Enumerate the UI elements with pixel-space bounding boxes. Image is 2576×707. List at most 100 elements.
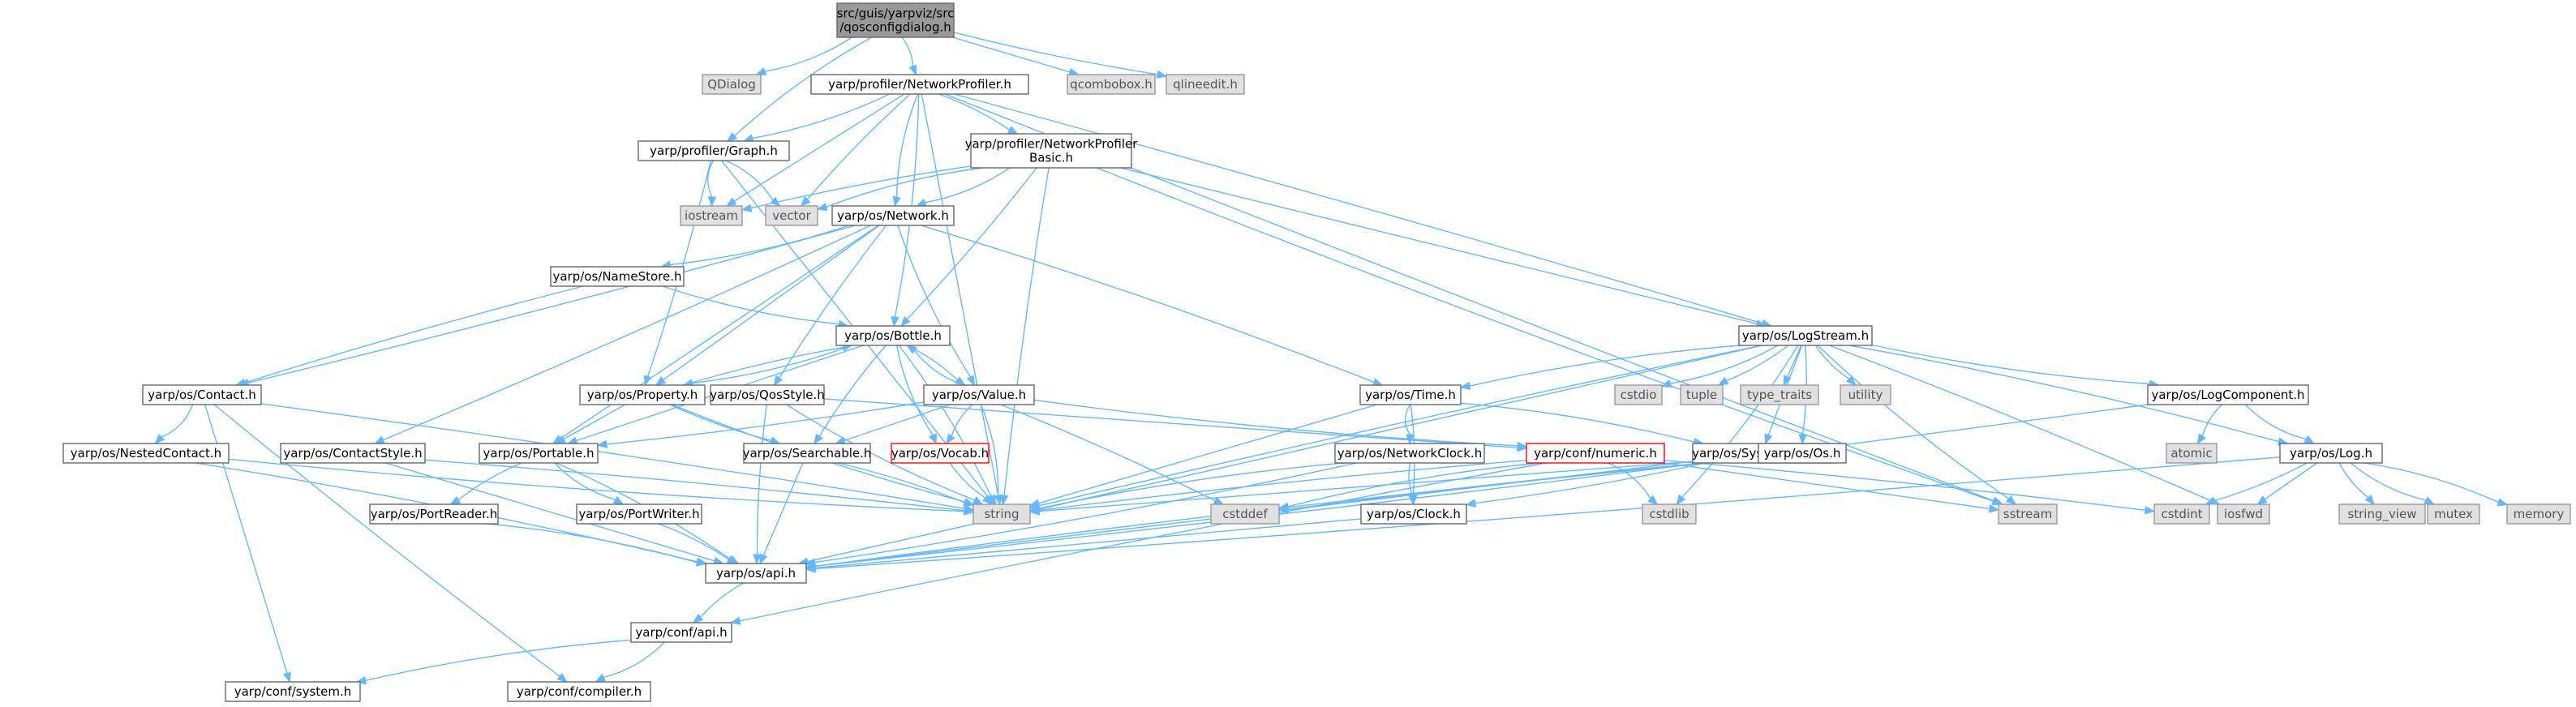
node-contactstyle[interactable]: yarp/os/ContactStyle.h (280, 443, 426, 464)
node-qlineedit: qlineedit.h (1166, 74, 1245, 95)
edge-line (734, 36, 873, 137)
node-clock[interactable]: yarp/os/Clock.h (1360, 503, 1467, 525)
node-portreader[interactable]: yarp/os/PortReader.h (369, 503, 499, 525)
node-time[interactable]: yarp/os/Time.h (1359, 384, 1462, 405)
node-box (2279, 443, 2383, 464)
edge-netprofbasic-to-string (1000, 167, 1050, 506)
edge-line (1664, 460, 2146, 511)
node-label: cstdlib (1649, 507, 1689, 521)
node-bottle[interactable]: yarp/os/Bottle.h (835, 325, 951, 346)
node-box (970, 133, 1132, 169)
arrowhead (966, 375, 975, 387)
edge-line (2363, 462, 2499, 503)
node-box (479, 443, 599, 464)
node-logstream[interactable]: yarp/os/LogStream.h (1738, 325, 1873, 346)
edge-root-to-qdialog (755, 36, 852, 75)
node-graph[interactable]: yarp/profiler/Graph.h (638, 140, 790, 161)
edge-line (1033, 399, 1518, 447)
edge-line (1120, 167, 1758, 325)
edge-line (1475, 462, 1707, 504)
node-label: yarp/os/QosStyle.h (710, 388, 825, 402)
node-portwriter[interactable]: yarp/os/PortWriter.h (576, 503, 702, 525)
edge-log-to-memory (2363, 462, 2509, 507)
node-label: cstdint (2161, 507, 2202, 521)
node-log[interactable]: yarp/os/Log.h (2279, 443, 2383, 464)
edge-line (1814, 345, 1850, 379)
arrowhead (282, 671, 291, 683)
arrowhead (1845, 375, 1857, 386)
edge-logcomponent-to-log (2244, 404, 2315, 444)
edge-time-to-sysclock (1460, 402, 1705, 447)
arrowhead (555, 435, 566, 444)
edge-line (1460, 402, 1695, 443)
node-network[interactable]: yarp/os/Network.h (831, 205, 955, 226)
node-api[interactable]: yarp/os/api.h (705, 563, 807, 584)
node-cstdlib: cstdlib (1642, 503, 1697, 525)
node-netclock[interactable]: yarp/os/NetworkClock.h (1334, 443, 1485, 464)
edge-value-to-vocab (946, 404, 973, 445)
node-box (2217, 503, 2270, 525)
node-box (1360, 503, 1467, 525)
edge-line (898, 345, 992, 497)
edge-line (786, 404, 975, 501)
arrowhead (1000, 494, 1009, 506)
node-numeric[interactable]: yarp/conf/numeric.h (1526, 443, 1665, 464)
edge-network-to-property (655, 225, 880, 386)
edge-contact-to-nestedcontact (154, 404, 194, 444)
node-label: type_traits (1747, 388, 1812, 403)
node-memory: memory (2506, 503, 2571, 525)
node-vocab[interactable]: yarp/os/Vocab.h (891, 443, 990, 464)
node-box (2338, 503, 2426, 525)
edge-numeric-to-cstdlib (1607, 462, 1659, 505)
arrowhead (726, 132, 738, 142)
arrowhead (2497, 498, 2509, 507)
arrowhead (1406, 434, 1415, 445)
edge-netprof-to-vector (800, 93, 911, 207)
arrowhead (707, 196, 717, 208)
edge-line (658, 523, 729, 560)
edge-root-to-qlineedit (953, 32, 1168, 79)
node-system[interactable]: yarp/conf/system.h (225, 681, 361, 702)
node-searchable[interactable]: yarp/os/Searchable.h (743, 443, 872, 464)
node-qosstyle[interactable]: yarp/os/QosStyle.h (710, 384, 825, 405)
arrowhead (2364, 494, 2375, 506)
node-label: yarp/os/Clock.h (1367, 507, 1461, 521)
edge-numeric-to-sstream (1664, 462, 2000, 513)
node-portable[interactable]: yarp/os/Portable.h (479, 443, 599, 464)
node-box (702, 74, 762, 95)
node-netprof[interactable]: yarp/profiler/NetworkProfiler.h (810, 74, 1029, 95)
edge-line (1787, 345, 1802, 378)
node-root[interactable]: src/guis/yarpviz/src/qosconfigdialog.h (836, 2, 955, 38)
node-namestore[interactable]: yarp/os/NameStore.h (550, 266, 685, 287)
edge-line (487, 523, 698, 563)
edge-line (739, 462, 1546, 622)
node-confapi[interactable]: yarp/conf/api.h (630, 622, 732, 643)
node-box (923, 384, 1035, 405)
edge-line (895, 93, 919, 198)
edge-line (762, 462, 804, 556)
edge-logstream-to-utility (1814, 345, 1857, 386)
edge-line (1287, 462, 1539, 508)
node-nestedcontact[interactable]: yarp/os/NestedContact.h (62, 443, 230, 464)
edge-line (663, 225, 880, 381)
edge-line (818, 345, 887, 437)
edge-netprofbasic-to-iostream (741, 165, 972, 212)
node-property[interactable]: yarp/os/Property.h (579, 384, 706, 405)
edge-line (807, 345, 1763, 563)
edge-line (1097, 167, 1994, 502)
arrowhead (729, 616, 741, 625)
node-logcomponent[interactable]: yarp/os/LogComponent.h (2147, 384, 2309, 405)
node-os[interactable]: yarp/os/Os.h (1758, 443, 1847, 464)
node-contact[interactable]: yarp/os/Contact.h (142, 384, 262, 405)
arrowhead (972, 496, 984, 505)
edge-netprof-to-iostream (725, 93, 905, 207)
edge-bottle-to-property (682, 345, 852, 388)
node-value[interactable]: yarp/os/Value.h (923, 384, 1035, 405)
node-compiler[interactable]: yarp/conf/compiler.h (507, 681, 651, 702)
edge-netprofbasic-to-logstream (1120, 167, 1767, 328)
edge-line (670, 225, 849, 266)
edge-logstream-to-tuple (1717, 345, 1789, 386)
edge-line (244, 285, 584, 383)
edge-line (1817, 345, 2009, 499)
